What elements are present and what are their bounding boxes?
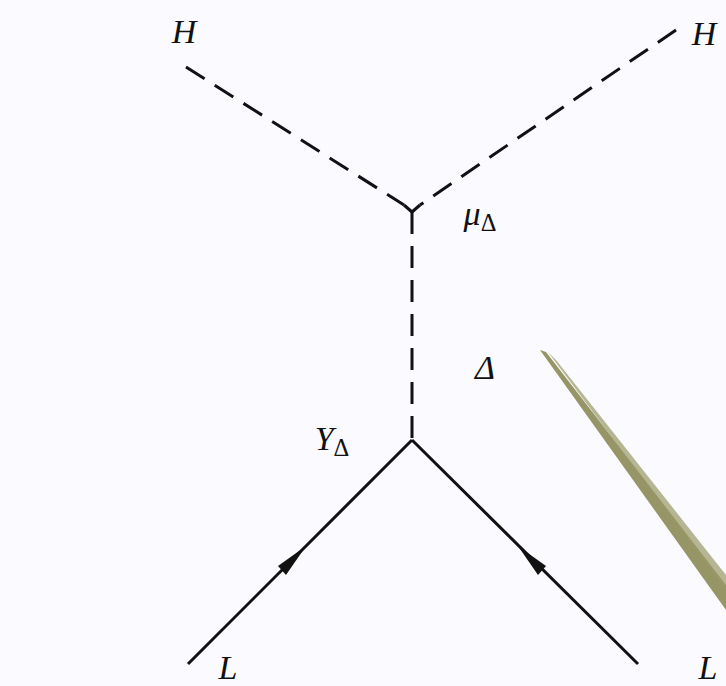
particle-label: μΔ — [464, 197, 497, 236]
higgs-line — [186, 67, 404, 205]
fermion-arrows — [278, 546, 546, 575]
lepton-lines — [188, 440, 638, 664]
vertex-tick — [404, 205, 412, 212]
vertex-tick — [412, 205, 420, 212]
brush-stroke — [540, 350, 726, 610]
scalar-lines — [186, 30, 676, 440]
higgs-line — [420, 30, 676, 205]
arrowhead — [278, 546, 306, 575]
arrowhead — [518, 546, 546, 575]
lepton-line — [188, 440, 412, 664]
triplet-propagator — [411, 212, 414, 440]
particle-label: H — [172, 15, 197, 49]
lepton-line — [412, 440, 638, 664]
particle-label: L — [699, 651, 718, 685]
particle-label: Δ — [475, 351, 495, 385]
particle-label: L — [219, 651, 238, 685]
particle-label: H — [692, 17, 717, 51]
particle-label: YΔ — [315, 422, 350, 461]
brush-stroke — [548, 352, 726, 590]
